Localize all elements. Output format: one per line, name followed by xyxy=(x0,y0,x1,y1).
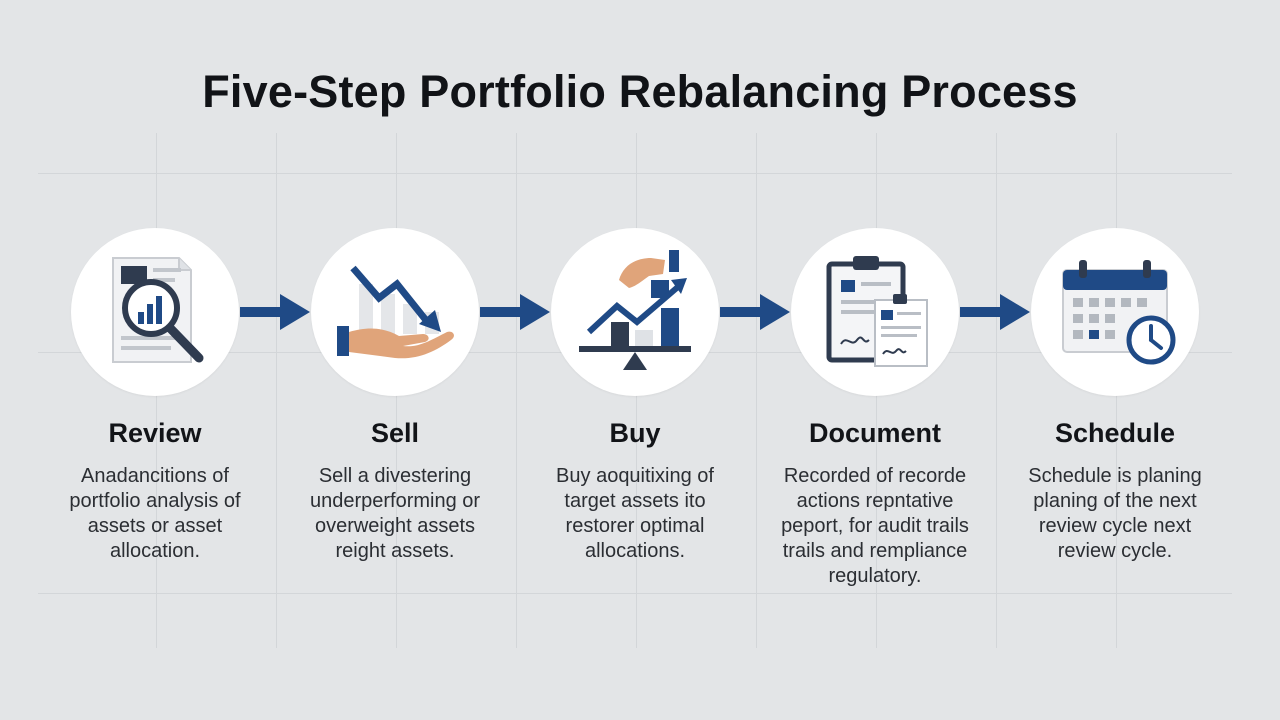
description-line: Anadancitions of xyxy=(81,465,229,487)
step-title: Schedule xyxy=(1054,418,1176,448)
description-line: Schedule is planing xyxy=(1028,465,1202,487)
step-icon-circle xyxy=(71,228,239,396)
clipboard-documents-icon xyxy=(826,256,928,367)
step-description: Anadancitions of portfolio analysis of a… xyxy=(35,464,275,564)
step-icon-circle xyxy=(791,228,959,396)
step-description: Buy aoquitixing of target assets ito res… xyxy=(515,464,755,564)
step-description: Schedule is planing planing of the next … xyxy=(995,464,1235,564)
step-description: Recorded of recorde actions repntative p… xyxy=(755,464,995,589)
arrow-right-icon xyxy=(240,294,310,330)
description-line: review cycle. xyxy=(1057,540,1173,562)
document-magnifier-chart-icon xyxy=(112,257,204,363)
description-line: peport, for audit trails xyxy=(781,515,969,537)
description-line: assets or asset xyxy=(87,515,223,537)
grid-line xyxy=(996,133,997,648)
grid-line xyxy=(38,593,1232,594)
arrow-right-icon xyxy=(480,294,550,330)
grid-line xyxy=(516,133,517,648)
hand-rising-chart-scale-icon xyxy=(579,250,691,370)
description-line: review cycle next xyxy=(1038,515,1192,537)
step-description: Sell a divestering underperforming or ov… xyxy=(275,464,515,564)
description-line: Recorded of recorde xyxy=(783,465,967,487)
arrow-right-icon xyxy=(960,294,1030,330)
description-line: reight assets. xyxy=(335,540,455,562)
hand-declining-chart-icon xyxy=(337,265,454,359)
step-title: Document xyxy=(808,418,941,448)
description-line: allocations. xyxy=(584,540,686,562)
step-icon-circle xyxy=(551,228,719,396)
step-icon-circle xyxy=(311,228,479,396)
step-title: Review xyxy=(108,418,202,448)
grid-line xyxy=(38,173,1232,174)
step-title: Sell xyxy=(370,418,420,448)
step-icon-circle xyxy=(1031,228,1199,396)
arrow-right-icon xyxy=(720,294,790,330)
page-title: Five-Step Portfolio Rebalancing Process xyxy=(202,66,1078,117)
description-line: restorer optimal xyxy=(565,515,705,537)
description-line: Buy aoquitixing of xyxy=(556,465,714,487)
grid-line xyxy=(276,133,277,648)
description-line: planing of the next xyxy=(1033,490,1197,512)
description-line: trails and rempliance xyxy=(782,540,968,562)
description-line: overweight assets xyxy=(314,515,476,537)
step-title: Buy xyxy=(609,418,661,448)
description-line: regulatory. xyxy=(828,565,922,587)
description-line: actions repntative xyxy=(796,490,954,512)
description-line: portfolio analysis of xyxy=(69,490,241,512)
description-line: target assets ito xyxy=(564,490,706,512)
description-line: allocation. xyxy=(109,540,201,562)
description-line: underperforming or xyxy=(309,490,481,512)
description-line: Sell a divestering xyxy=(318,465,472,487)
grid-line xyxy=(756,133,757,648)
calendar-clock-icon xyxy=(1062,260,1176,365)
